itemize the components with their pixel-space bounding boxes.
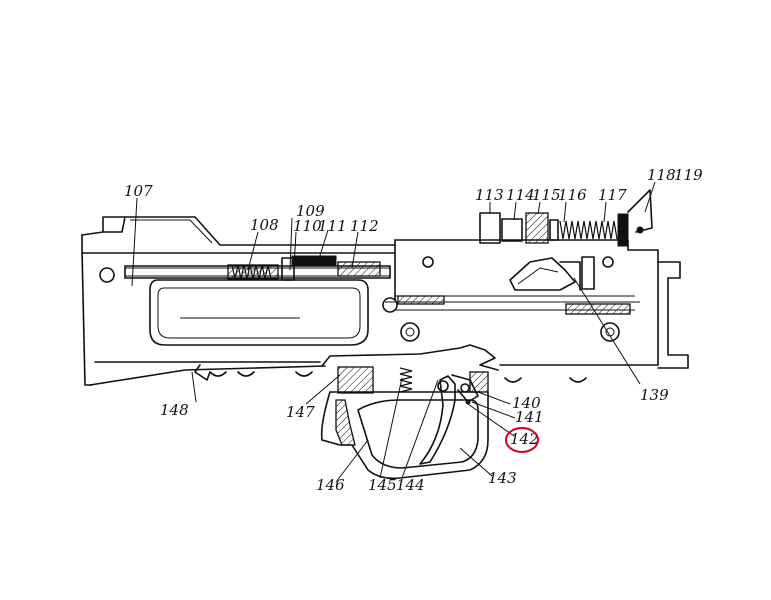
label-140: 140: [512, 394, 541, 412]
label-143: 143: [488, 469, 517, 487]
rod-assembly: [124, 255, 391, 281]
receiver-body: [81, 216, 396, 386]
label-111: 111: [318, 217, 347, 235]
highlight-circle: [505, 427, 539, 453]
label-144: 144: [396, 476, 425, 494]
label-139: 139: [640, 386, 669, 404]
label-115: 115: [532, 186, 561, 204]
label-112: 112: [350, 217, 379, 235]
magazine-window: [149, 279, 369, 346]
bolt-carrier: [385, 239, 689, 383]
label-118: 118: [647, 166, 676, 184]
label-141: 141: [515, 408, 544, 426]
label-148: 148: [160, 401, 189, 419]
label-146: 146: [316, 476, 345, 494]
label-147: 147: [286, 403, 315, 421]
label-114: 114: [506, 186, 535, 204]
lower-rivets: [194, 364, 313, 381]
receiver-holes: [99, 267, 398, 313]
label-119: 119: [674, 166, 703, 184]
trigger-housing: [320, 344, 499, 480]
label-117: 117: [598, 186, 627, 204]
label-110: 110: [293, 217, 322, 235]
leader-lines: [131, 181, 656, 483]
label-113: 113: [475, 186, 504, 204]
label-108: 108: [250, 216, 279, 234]
label-107: 107: [124, 182, 153, 200]
label-142: 142: [510, 430, 539, 448]
label-145: 145: [368, 476, 397, 494]
part-labels: 107 108 109 110 111 112 113 114 115 116 …: [124, 166, 703, 494]
label-116: 116: [558, 186, 587, 204]
label-109: 109: [296, 202, 325, 220]
